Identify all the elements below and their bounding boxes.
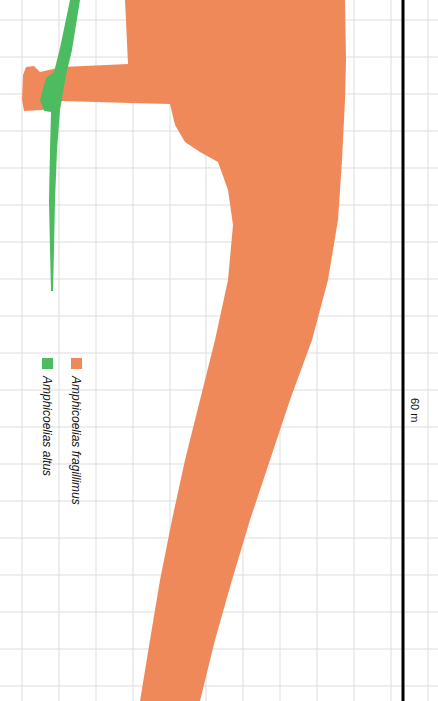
altus-silhouette [40,0,80,291]
legend-text-wrap: Amphicoelias altus [40,376,54,476]
legend-swatch [42,358,53,369]
legend-text: Amphicoelias altus [40,376,54,476]
fragillimus-silhouette [22,0,346,701]
scale-line [402,0,405,701]
legend-swatch [71,358,82,369]
legend-text: Amphicoelias fragillimus [69,376,83,505]
scale-label-wrap: 60 m [408,398,422,422]
legend-text-wrap: Amphicoelias fragillimus [69,376,83,505]
scale-label: 60 m [409,398,421,422]
